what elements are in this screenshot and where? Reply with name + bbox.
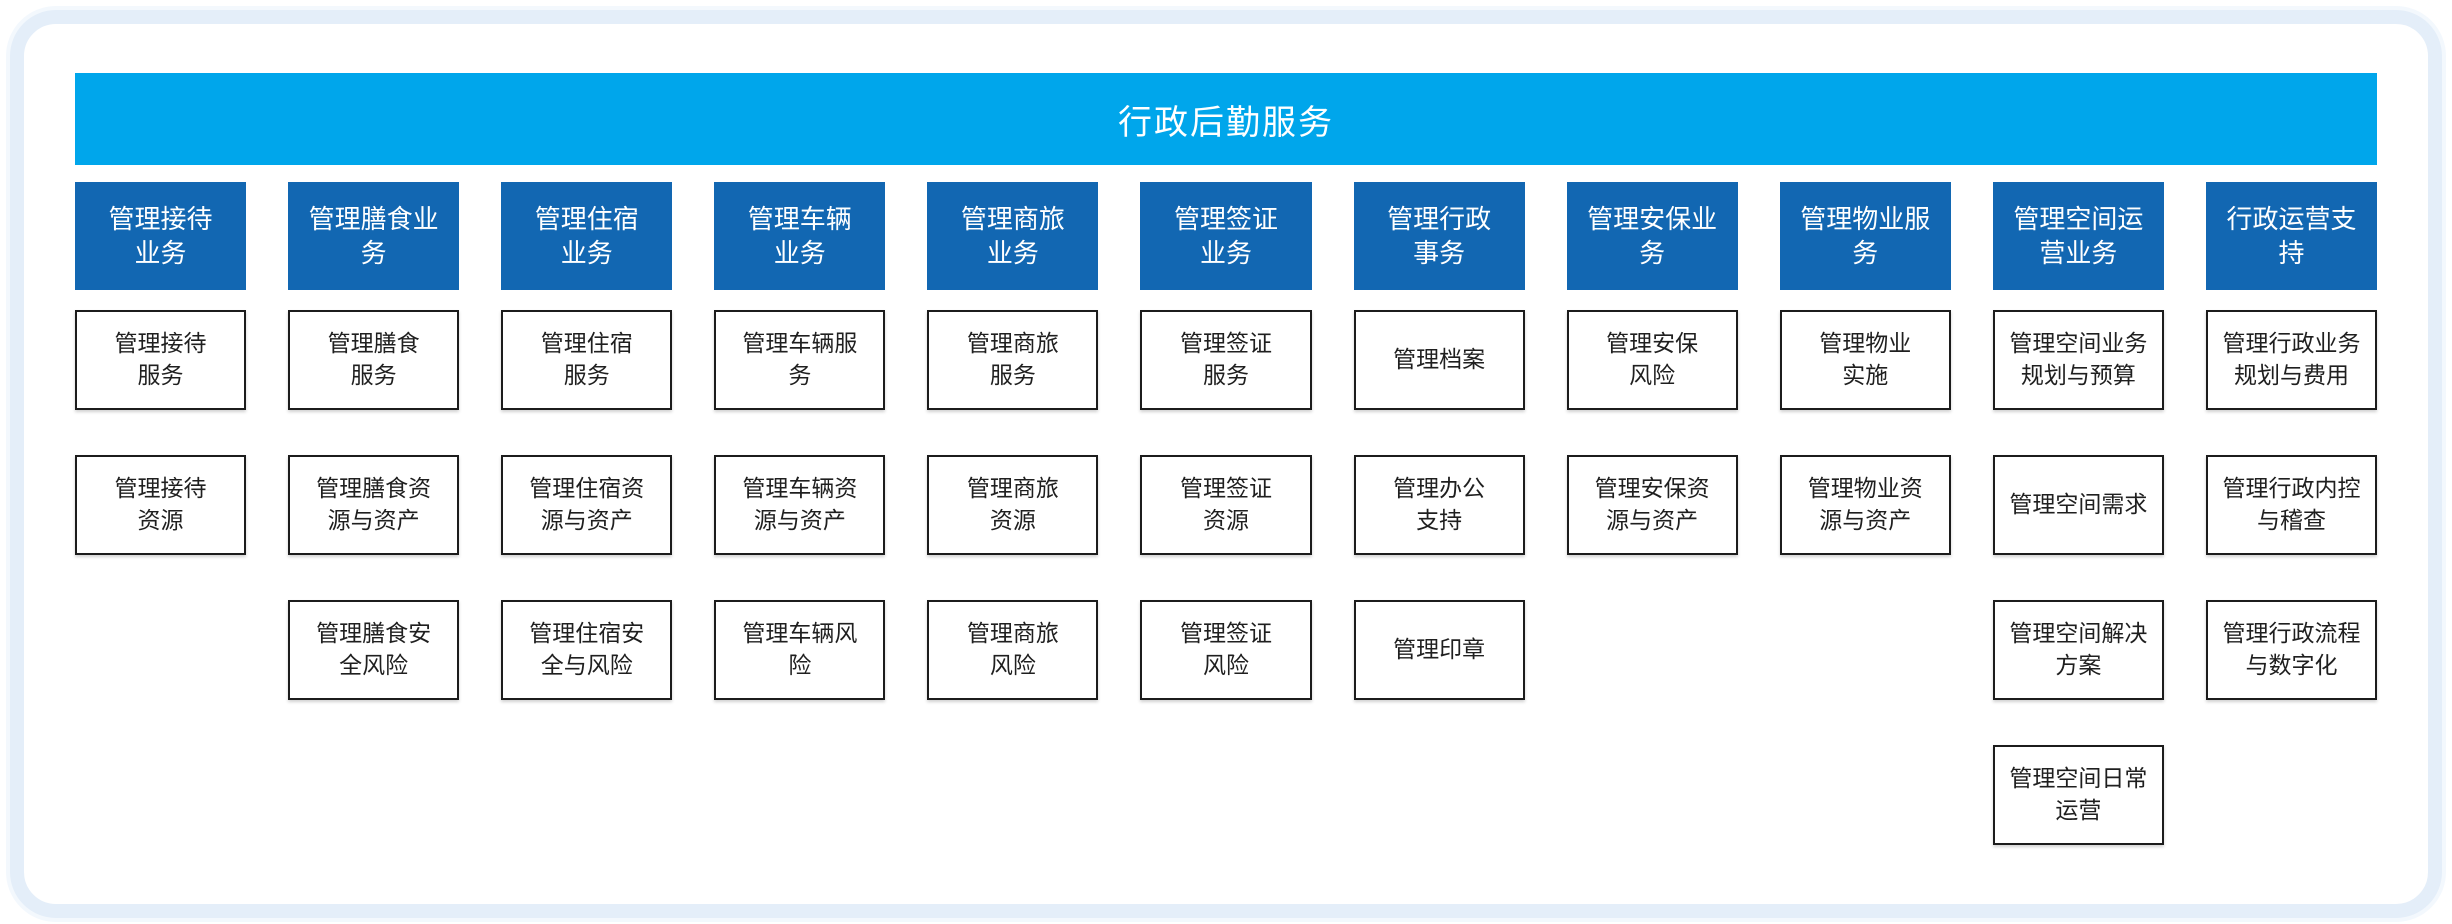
column-accommodation: 管理住宿 业务 管理住宿 服务 管理住宿资 源与资产 管理住宿安 全与风险 [501,182,673,700]
column-admin-support: 行政运营支 持 管理行政业务 规划与费用 管理行政内控 与稽查 管理行政流程 与… [2205,182,2377,700]
column-vehicle: 管理车辆 业务 管理车辆服 务 管理车辆资 源与资产 管理车辆风 险 [714,182,886,700]
task-box: 管理商旅 资源 [927,455,1099,555]
diagram-title: 行政后勤服务 [1118,103,1334,142]
diagram-frame: 行政后勤服务 管理接待 业务 管理接待 服务 管理接待 资源 管理膳食业 务 管… [10,10,2442,918]
column-body: 管理行政业务 规划与费用 管理行政内控 与稽查 管理行政流程 与数字化 [2205,310,2377,700]
task-box: 管理安保资 源与资产 [1566,455,1738,555]
task-box: 管理行政内控 与稽查 [2205,455,2377,555]
task-box: 管理印章 [1353,600,1525,700]
column-header-security: 管理安保业 务 [1566,182,1738,290]
diagram-title-bar: 行政后勤服务 [75,73,2377,165]
task-box: 管理住宿安 全与风险 [501,600,673,700]
column-catering: 管理膳食业 务 管理膳食 服务 管理膳食资 源与资产 管理膳食安 全风险 [288,182,460,700]
task-box: 管理车辆资 源与资产 [714,455,886,555]
column-business-travel: 管理商旅 业务 管理商旅 服务 管理商旅 资源 管理商旅 风险 [927,182,1099,700]
task-box: 管理行政业务 规划与费用 [2205,310,2377,410]
column-body: 管理接待 服务 管理接待 资源 [75,310,247,555]
task-box: 管理膳食安 全风险 [288,600,460,700]
task-box: 管理膳食 服务 [288,310,460,410]
task-box: 管理签证 资源 [1140,455,1312,555]
column-admin-affairs: 管理行政 事务 管理档案 管理办公 支持 管理印章 [1353,182,1525,700]
column-body: 管理安保 风险 管理安保资 源与资产 [1566,310,1738,555]
task-box: 管理签证 风险 [1140,600,1312,700]
column-security: 管理安保业 务 管理安保 风险 管理安保资 源与资产 [1566,182,1738,555]
task-box: 管理档案 [1353,310,1525,410]
task-box: 管理膳食资 源与资产 [288,455,460,555]
column-header-reception: 管理接待 业务 [75,182,247,290]
column-header-admin-support: 行政运营支 持 [2205,182,2377,290]
task-box: 管理车辆风 险 [714,600,886,700]
task-box: 管理住宿资 源与资产 [501,455,673,555]
column-header-accommodation: 管理住宿 业务 [501,182,673,290]
column-body: 管理空间业务 规划与预算 管理空间需求 管理空间解决 方案 管理空间日常 运营 [1992,310,2164,845]
task-box: 管理办公 支持 [1353,455,1525,555]
task-box: 管理住宿 服务 [501,310,673,410]
task-box: 管理商旅 风险 [927,600,1099,700]
capability-grid: 管理接待 业务 管理接待 服务 管理接待 资源 管理膳食业 务 管理膳食 服务 … [75,182,2377,845]
column-header-vehicle: 管理车辆 业务 [714,182,886,290]
column-header-space-operation: 管理空间运 营业务 [1992,182,2164,290]
task-box: 管理空间日常 运营 [1992,745,2164,845]
column-header-visa: 管理签证 业务 [1140,182,1312,290]
column-reception: 管理接待 业务 管理接待 服务 管理接待 资源 [75,182,247,555]
column-space-operation: 管理空间运 营业务 管理空间业务 规划与预算 管理空间需求 管理空间解决 方案 … [1992,182,2164,845]
task-box: 管理安保 风险 [1566,310,1738,410]
column-header-catering: 管理膳食业 务 [288,182,460,290]
task-box: 管理签证 服务 [1140,310,1312,410]
task-box: 管理物业 实施 [1779,310,1951,410]
column-body: 管理住宿 服务 管理住宿资 源与资产 管理住宿安 全与风险 [501,310,673,700]
column-body: 管理膳食 服务 管理膳食资 源与资产 管理膳食安 全风险 [288,310,460,700]
task-box: 管理空间解决 方案 [1992,600,2164,700]
column-header-business-travel: 管理商旅 业务 [927,182,1099,290]
task-box: 管理物业资 源与资产 [1779,455,1951,555]
task-box: 管理商旅 服务 [927,310,1099,410]
column-body: 管理商旅 服务 管理商旅 资源 管理商旅 风险 [927,310,1099,700]
task-box: 管理车辆服 务 [714,310,886,410]
column-header-admin-affairs: 管理行政 事务 [1353,182,1525,290]
task-box: 管理接待 资源 [75,455,247,555]
column-body: 管理车辆服 务 管理车辆资 源与资产 管理车辆风 险 [714,310,886,700]
column-header-property: 管理物业服 务 [1779,182,1951,290]
task-box: 管理接待 服务 [75,310,247,410]
column-visa: 管理签证 业务 管理签证 服务 管理签证 资源 管理签证 风险 [1140,182,1312,700]
task-box: 管理空间业务 规划与预算 [1992,310,2164,410]
column-body: 管理档案 管理办公 支持 管理印章 [1353,310,1525,700]
task-box: 管理空间需求 [1992,455,2164,555]
column-body: 管理物业 实施 管理物业资 源与资产 [1779,310,1951,555]
column-property: 管理物业服 务 管理物业 实施 管理物业资 源与资产 [1779,182,1951,555]
column-body: 管理签证 服务 管理签证 资源 管理签证 风险 [1140,310,1312,700]
task-box: 管理行政流程 与数字化 [2205,600,2377,700]
